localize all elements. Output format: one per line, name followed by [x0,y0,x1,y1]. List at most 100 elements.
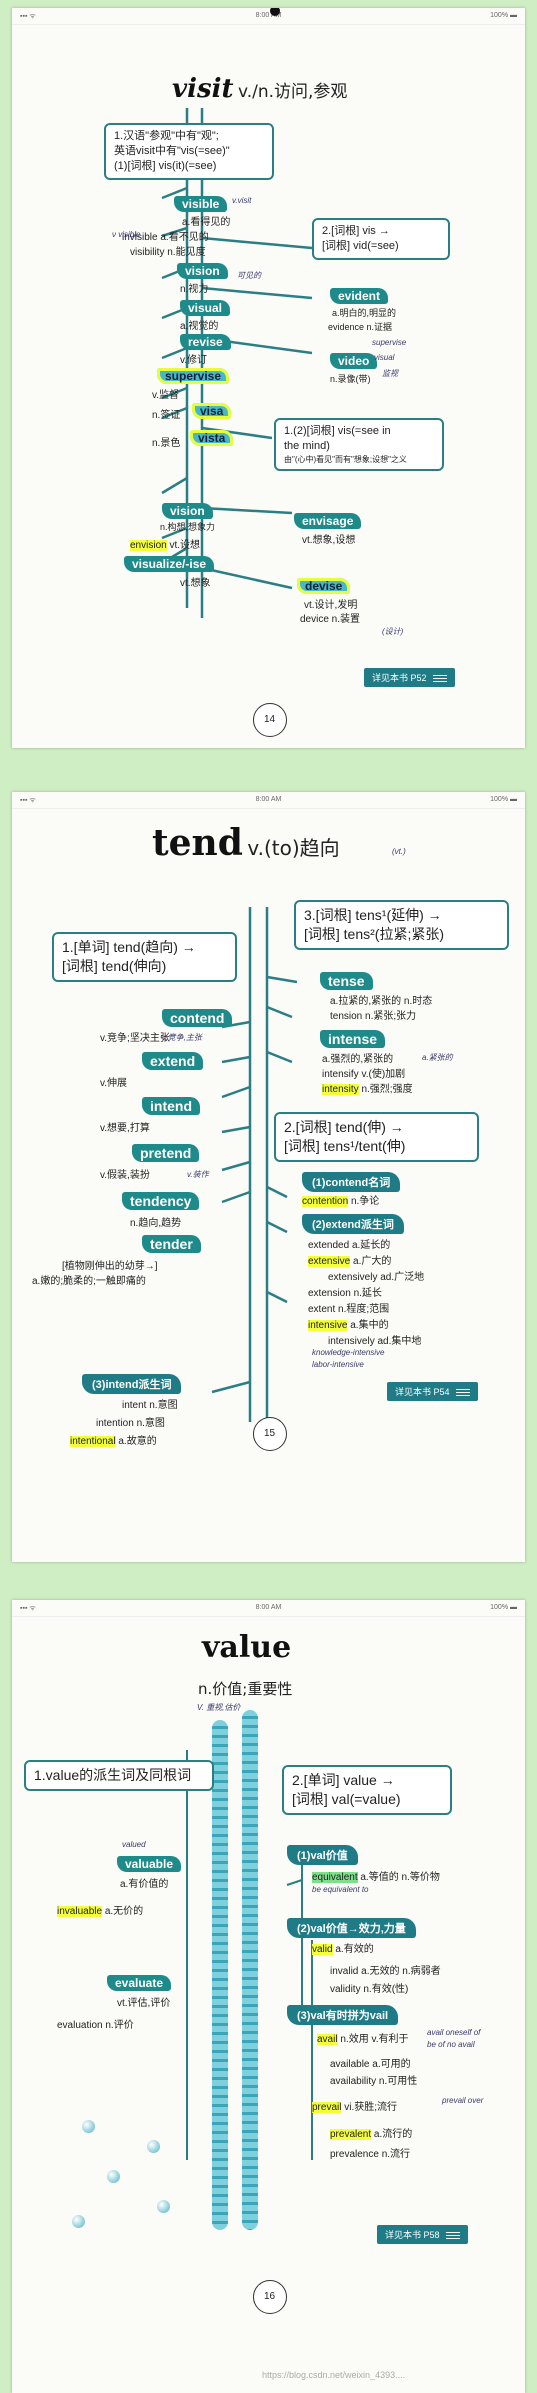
meaning-visible: a.看得见的 [182,217,231,228]
word-intensity: intensity n.强烈;强度 [322,1084,413,1095]
handwritten-note: 监视 [382,369,398,378]
status-bar: ▪▪▪ ᯤ 8:00 AM 100% ▬ [12,1600,525,1617]
word-visa: visa [192,403,232,419]
etymology-box-3: 1.(2)[词根] vis(=see in the mind) 由"(心中)看见… [274,418,444,471]
watermark: https://blog.csdn.net/weixin_4393.... [262,2370,406,2380]
meaning-contend: v.竞争;坚决主张 [100,1033,170,1044]
handwritten-note: 可见的 [237,271,261,280]
handwritten-note: labor-intensive [312,1360,364,1369]
meaning-tense: a.拉紧的,紧张的 n.时态 [330,996,433,1007]
signal-icon: ▪▪▪ ᯤ [20,797,36,804]
word-invalid: invalid a.无效的 n.病弱者 [330,1966,441,1977]
word-prevalence: prevalence n.流行 [330,2149,411,2160]
word-extension: extension n.延长 [308,1288,382,1299]
etymology-box-2: 2.[单词] value → [词根] val(=value) [282,1765,452,1815]
word-avail: avail n.效用 v.有利于 [317,2034,409,2045]
handwritten-note: prevail over [442,2096,484,2105]
meaning-pretend: v.假装,装扮 [100,1170,150,1181]
word-evident: evident [330,288,389,304]
word-visualize: visualize/-ise [124,556,215,572]
decorative-bead [147,2140,160,2153]
meaning-visa: n.签证 [152,410,181,421]
word-visibility: visibility n.能见度 [130,247,206,258]
word-intensively: intensively ad.集中地 [328,1336,422,1347]
status-time: 8:00 AM [255,796,282,803]
note-tender: [植物刚伸出的幼芽→] [62,1261,158,1272]
meaning-devise: vt.设计,发明 [304,600,358,611]
page-number: 16 [252,2280,287,2314]
meaning-visualize: vt.想象 [180,578,211,589]
word-revise: revise [180,334,231,350]
word-prevail: prevail vi.获胜;流行 [312,2102,398,2113]
tree-lines [186,1750,313,2160]
handwritten-note: ν visible [112,230,141,239]
meaning-intend: v.想要,打算 [100,1123,150,1134]
etymology-box-3: 3.[词根] tens¹(延伸) → [词根] tens²(拉紧;紧张) [294,900,509,950]
part-of-speech: v./n.访问,参观 [237,82,348,102]
handwritten-note: knowledge-intensive [312,1348,385,1357]
word-tender: tender [142,1235,201,1253]
section-val-value: (1)val价值 [287,1845,358,1865]
word-device: device n.装置 [300,614,361,625]
camera-icon [270,8,280,16]
signal-icon: ▪▪▪ ᯤ [20,13,36,20]
word-intentional: intentional a.故意的 [70,1436,157,1447]
meaning-evaluate: vt.评估,评价 [117,1998,171,2009]
page-visit: ▪▪▪ ᯤ 8:00 AM 100% ▬ visit v./n.访问,参观 1.… [12,8,525,748]
word-prevalent: prevalent a.流行的 [330,2129,413,2140]
word-extensive: extensive a.广大的 [308,1256,392,1267]
word-supervise: supervise [157,368,230,384]
part-of-speech: v.(to)趋向 [247,836,340,860]
word-pretend: pretend [132,1144,200,1162]
word-evaluation: evaluation n.评价 [57,2020,134,2031]
headword-row: value [202,1630,291,1665]
word-intention: intention n.意图 [96,1418,165,1429]
word-validity: validity n.有效(性) [330,1984,409,1995]
word-invisible: invisible a.看不见的 [122,232,209,243]
word-devise: devise [297,578,351,594]
word-envision: envision vt.设想 [130,540,201,551]
meaning-evident: a.明白的,明显的 [332,308,397,318]
word-evaluate: evaluate [107,1975,172,1991]
tree-lines [211,907,298,1432]
decorative-bead [157,2200,170,2213]
handwritten-note: a.紧张的 [422,1053,453,1062]
handwritten-note: V. 重视,估价 [197,1703,241,1712]
handwritten-note: avail oneself of [427,2028,481,2037]
handwritten-note: (设计) [382,627,404,636]
decorative-bead [107,2170,120,2183]
word-contention: contention n.争论 [302,1196,380,1207]
battery-icon: 100% ▬ [490,1604,517,1611]
word-extent: extent n.程度;范围 [308,1304,390,1315]
word-valuable: valuable [117,1856,182,1872]
handwritten-note: v.visit [232,196,252,205]
word-vision: vision [177,263,228,279]
etymology-box-2: 2.[词根] tend(伸) → [词根] tens¹/tent(伸) [274,1112,479,1162]
word-tension: tension n.紧张;张力 [330,1011,417,1022]
status-time: 8:00 AM [255,12,282,19]
meaning-vision: n.视力 [180,284,209,295]
word-intensify: intensify v.(使)加剧 [322,1069,406,1080]
headword: value [202,1630,292,1665]
meaning-visual: a.视觉的 [180,321,219,332]
handwritten-note: (vt.) [392,847,406,856]
page-reference: 详见本书 P54 [387,1382,478,1401]
section-intend-derivatives: (3)intend派生词 [82,1374,182,1394]
meaning-vista: n.景色 [152,438,181,449]
page-number: 15 [252,1417,287,1451]
handwritten-note: supervise [372,338,407,347]
word-tense: tense [320,972,373,990]
page-reference: 详见本书 P58 [377,2225,468,2244]
word-available: available a.可用的 [330,2059,411,2070]
word-vista: vista [190,430,234,446]
section-box-1: 1.value的派生词及同根词 [24,1760,214,1791]
word-intense: intense [320,1030,386,1048]
etymology-box-2: 2.[词根] vis → [词根] vid(=see) [312,218,450,260]
word-intensive: intensive a.集中的 [308,1320,389,1331]
handwritten-note: be equivalent to [312,1885,369,1894]
meaning-vision-2: n.构想,想象力 [160,522,216,532]
word-tendency: tendency [122,1192,200,1210]
decorative-pillar [212,1720,228,2230]
word-vision-2: vision [162,503,213,519]
page-value: ▪▪▪ ᯤ 8:00 AM 100% ▬ value n.价值;重要性 1.va… [12,1600,525,2393]
